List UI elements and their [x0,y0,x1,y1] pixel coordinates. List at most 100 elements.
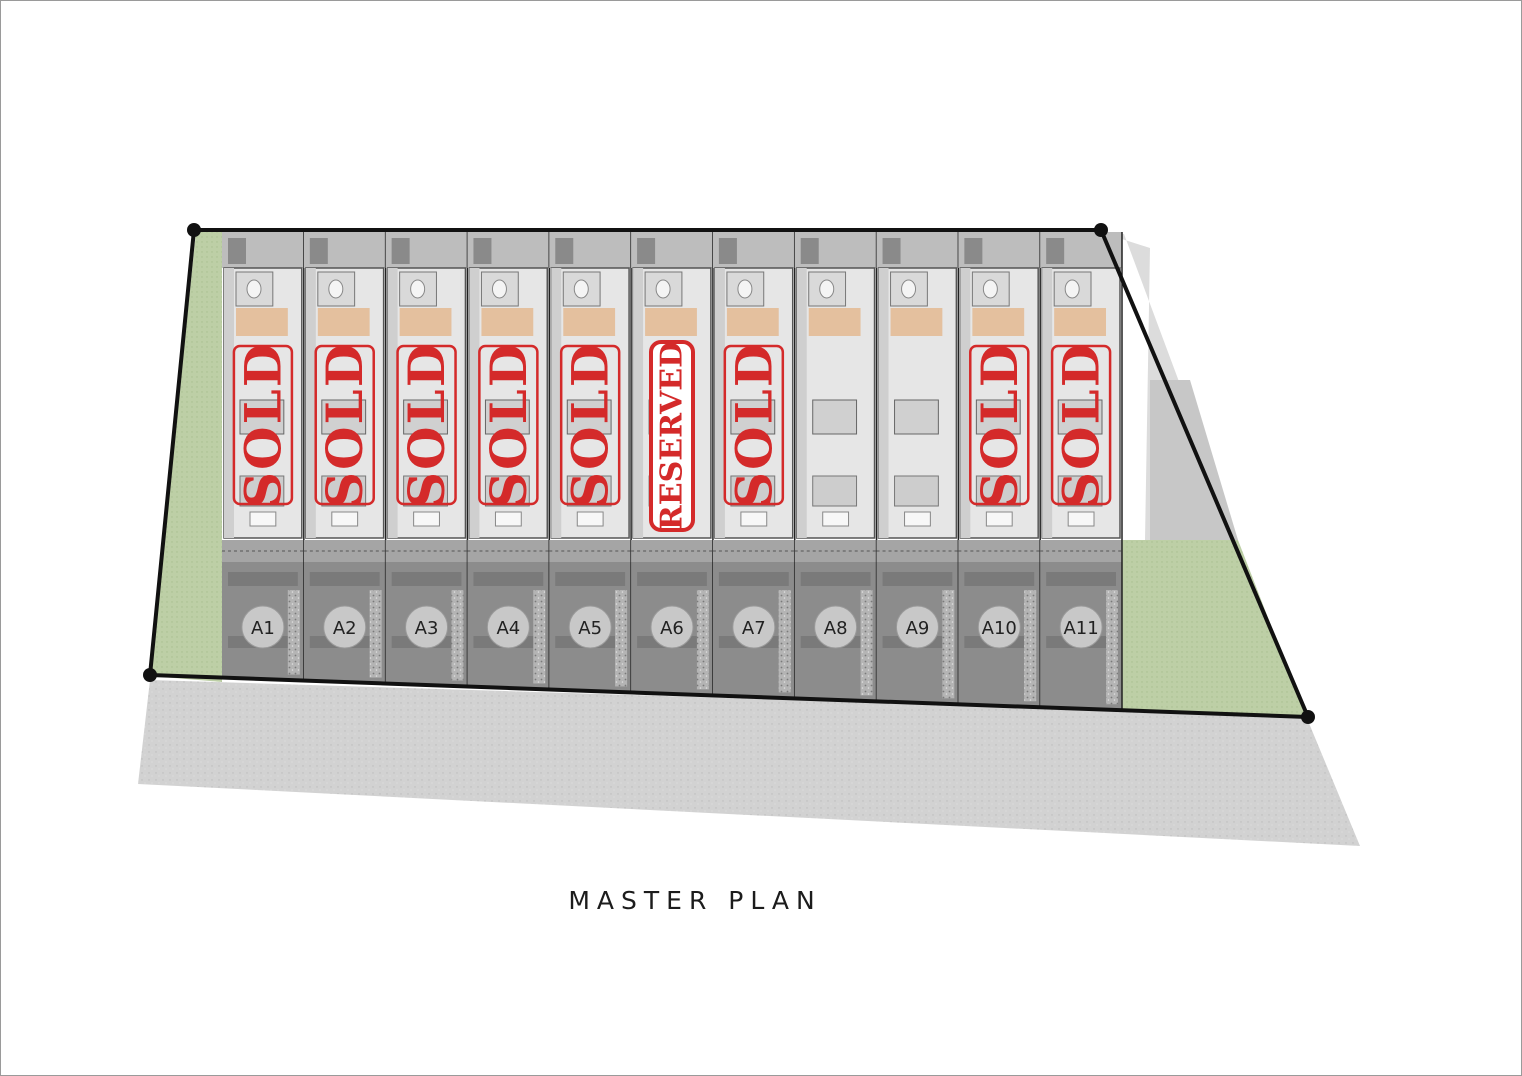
lot-label: A11 [1063,618,1098,639]
stamp-text: RESERVED [655,342,690,530]
bed [239,399,285,435]
table [413,511,440,527]
sofa [812,475,858,507]
stair-core [305,268,316,538]
toilet [901,279,917,299]
plan-title: MASTER PLAN [568,886,822,915]
sold-stamp: SOLD [1050,342,1112,508]
paving-band [473,572,544,586]
gravel-strip [696,590,709,690]
paving-band [391,572,462,586]
utility-unit [718,238,737,264]
sold-stamp: SOLD [232,342,294,508]
bedroom-floor [890,308,943,336]
lot-a9[interactable]: A9 [876,232,960,705]
sofa [239,475,285,507]
utility-unit [882,238,901,264]
table [331,511,359,527]
sold-stamp: SOLD [723,342,785,508]
bed [484,399,530,435]
lot-label-circle [732,605,776,649]
porch [549,540,632,562]
table [904,511,931,527]
boundary-corner [187,223,201,237]
utility-unit [800,238,819,264]
stamp-text: SOLD [561,342,620,508]
paving-band [309,572,380,586]
gravel-strip [778,590,791,693]
table [576,511,604,527]
sofa [1057,475,1103,507]
gravel-strip [533,590,546,684]
toilet [1064,279,1080,299]
toilet [982,279,998,299]
paving-band [1046,572,1116,586]
lot-label-circle [568,605,612,649]
stair-core [469,268,480,538]
lot-label: A6 [660,618,684,639]
lot-label-circle [323,605,367,649]
lot-label-circle [486,605,530,649]
lot-label-circle [814,605,858,649]
lot-a11[interactable]: A11 SOLD [1040,232,1123,711]
table [249,511,277,527]
utility-unit [228,238,246,264]
boundary-corner [143,668,157,682]
boundary-corner [1301,710,1315,724]
gravel-strip [451,590,464,681]
lot-a6[interactable]: A6 RESERVED [631,232,714,696]
bed [894,399,939,435]
sofa [894,475,939,507]
stair-core [714,268,725,538]
lot-label-circle [650,605,694,649]
stamp-text: SOLD [1052,342,1111,508]
sofa [484,475,530,507]
sofa [566,475,612,507]
bedroom-floor [726,308,779,336]
bedroom-floor [563,308,616,336]
utility-unit [391,238,410,264]
bedroom-floor [1054,308,1106,336]
stair-core [224,268,234,538]
gravel-strip [615,590,628,687]
porch [794,540,877,562]
bed [730,399,776,435]
bed [975,399,1021,435]
paving-band [800,572,871,586]
toilet [491,279,507,299]
toilet [655,279,671,299]
paving-band [228,572,298,586]
toilet [573,279,589,299]
boundary-corner [1094,223,1108,237]
stair-core [878,268,889,538]
table [494,511,522,527]
utility-unit [555,238,574,264]
porch [467,540,550,562]
stamp-text: SOLD [315,342,374,508]
lot-label: A10 [982,618,1017,639]
toilet [328,279,344,299]
bed [566,399,612,435]
paving-band [964,572,1035,586]
utility-unit [309,238,328,264]
sofa [975,475,1021,507]
lot-label-circle [241,605,285,649]
paving-band [718,572,789,586]
utility-unit [1046,238,1065,264]
lot-label-circle [405,605,449,649]
lawn-right [1122,540,1306,716]
road [138,680,1360,846]
gravel-strip [1024,590,1037,702]
stair-core [960,268,971,538]
gravel-strip [369,590,382,678]
lot-a8[interactable]: A8 [794,232,878,702]
stair-core [633,268,644,538]
